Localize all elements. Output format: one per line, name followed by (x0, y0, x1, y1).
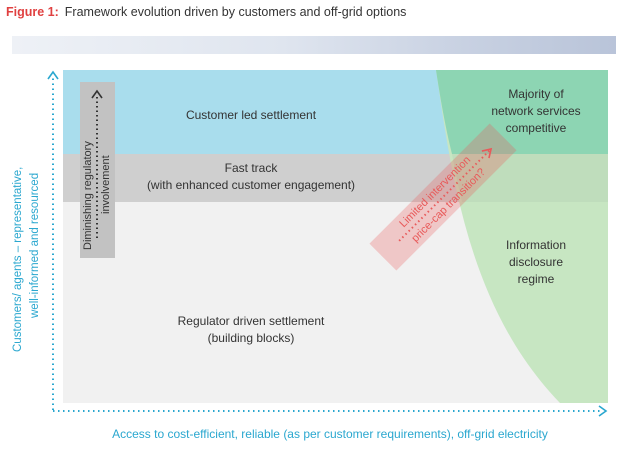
info-label-line1: Information (506, 238, 566, 252)
figure-label: Figure 1: (6, 5, 59, 19)
x-axis-arrowhead (598, 405, 608, 417)
info-label-line3: regime (518, 272, 555, 286)
majority-label-line3: competitive (506, 121, 567, 135)
decorative-banner (12, 36, 616, 54)
limited-arrow-line (398, 149, 491, 242)
overlap-region (452, 154, 608, 202)
fast-track-label-line1: Fast track (225, 161, 279, 175)
y-axis-arrowhead (47, 70, 59, 80)
info-label-line2: disclosure (509, 255, 563, 269)
regulatory-label-line1: Diminishing regulatory (82, 141, 94, 250)
regulator-label-line2: (building blocks) (208, 331, 295, 345)
regulatory-label-line2: involvement (100, 155, 112, 214)
regulatory-arrow-head (91, 89, 103, 99)
figure-title-text: Framework evolution driven by customers … (64, 5, 407, 19)
majority-label-line1: Majority of (508, 87, 564, 101)
majority-label-line2: network services (491, 104, 580, 118)
fast-track-label-line2: (with enhanced customer engagement) (147, 178, 355, 192)
y-axis-label-line2: well-informed and resourced (29, 173, 41, 319)
limited-arrow-head (481, 147, 493, 159)
customer-led-label: Customer led settlement (186, 108, 317, 122)
regulator-label-line1: Regulator driven settlement (178, 314, 325, 328)
figure-title: Figure 1: Framework evolution driven by c… (6, 5, 406, 19)
x-axis-label: Access to cost-efficient, reliable (as p… (112, 427, 548, 441)
y-axis-label-line1: Customers/ agents – representative, (12, 167, 24, 352)
majority-competitive-region (436, 70, 608, 154)
